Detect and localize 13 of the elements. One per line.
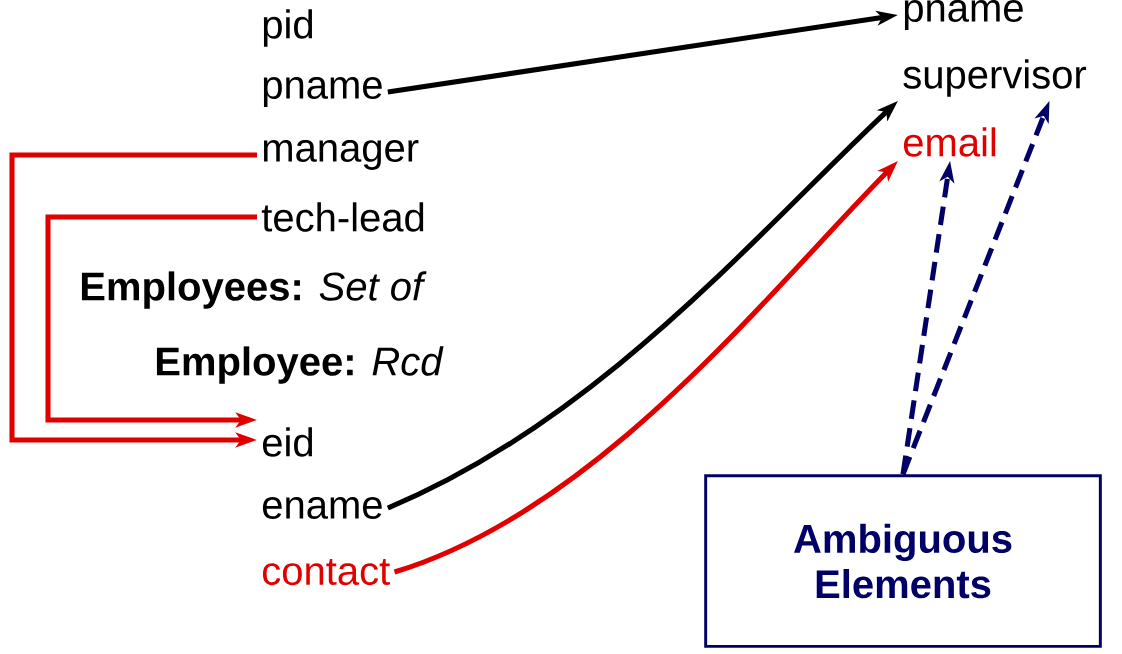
note-box: Ambiguous Elements bbox=[704, 474, 1102, 648]
field-name: tech-lead bbox=[261, 202, 424, 232]
field-name: pname bbox=[263, 77, 382, 107]
type-label: Employee: Rcd bbox=[156, 346, 444, 384]
field-name: email bbox=[903, 127, 996, 157]
field-name: manager bbox=[263, 140, 419, 170]
field-name: supervisor bbox=[903, 59, 1087, 97]
type-label: Employees: Set of bbox=[81, 271, 427, 309]
field-name: contact bbox=[262, 558, 390, 586]
field-name: ename bbox=[262, 497, 382, 519]
field-name: pname bbox=[904, 0, 1023, 30]
field-name: eid bbox=[262, 427, 313, 457]
type-label: pid bbox=[263, 9, 313, 47]
